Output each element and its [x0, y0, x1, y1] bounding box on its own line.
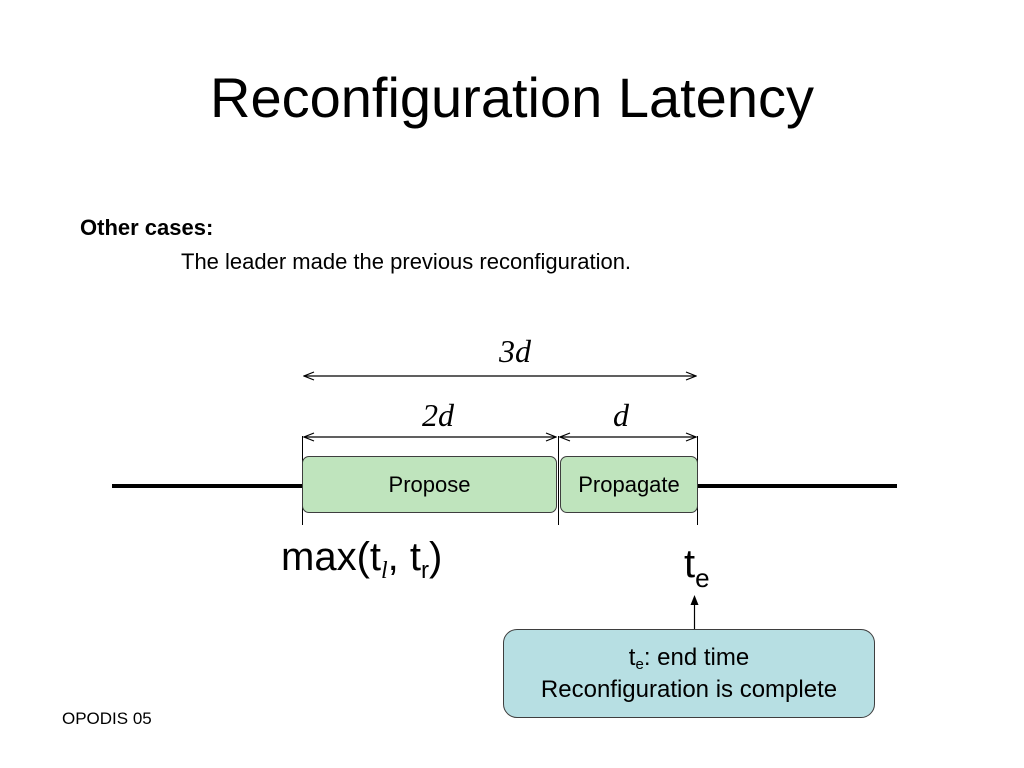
slide-title: Reconfiguration Latency [210, 66, 814, 129]
end-time-sub: e [695, 563, 710, 593]
phase-propose-label: Propose [388, 471, 471, 497]
phase-propagate-label: Propagate [578, 471, 680, 497]
footer-label: OPODIS 05 [62, 709, 152, 728]
phase-propagate: Propagate [560, 456, 698, 513]
start-time-prefix: max(t [281, 535, 381, 579]
end-time-label: te [684, 540, 710, 591]
duration-label-propagate: d [613, 397, 630, 433]
callout-t-sub: e [635, 655, 644, 673]
callout-end-time-text: : end time [643, 643, 750, 671]
start-time-label: max(tl, tr) [281, 533, 443, 584]
start-time-sub-r: r [421, 557, 430, 584]
duration-label-total: 3d [498, 333, 532, 369]
duration-label-propose: 2d [422, 397, 455, 433]
start-time-suffix: ) [429, 535, 443, 579]
start-time-middle: , t [387, 535, 422, 579]
callout-line-1: te: end time [629, 642, 749, 674]
cases-heading: Other cases: [80, 215, 214, 240]
end-time-base: t [684, 542, 696, 586]
start-time-sub-l: l [381, 558, 388, 584]
callout-line-2: Reconfiguration is complete [540, 675, 838, 703]
end-time-callout: te: end time Reconfiguration is complete [503, 629, 875, 718]
phase-propose: Propose [302, 456, 557, 513]
callout-t-base: t [628, 643, 636, 671]
cases-description: The leader made the previous reconfigura… [181, 249, 632, 274]
